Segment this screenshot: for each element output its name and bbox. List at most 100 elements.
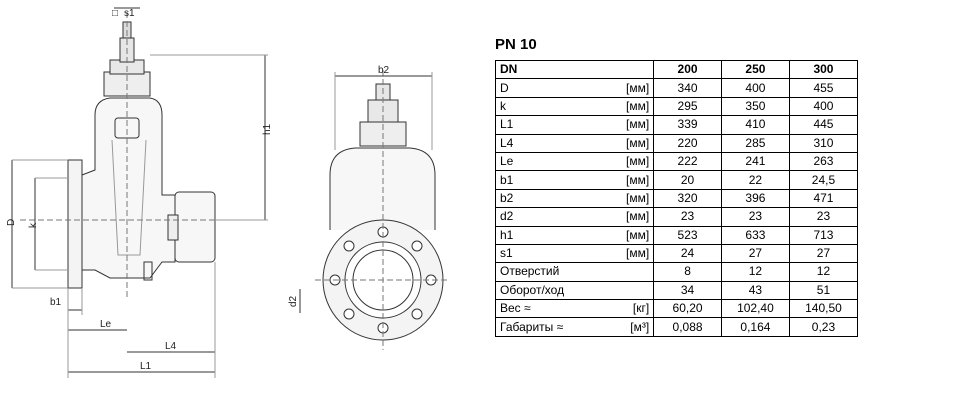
row-unit: [мм] bbox=[605, 243, 655, 264]
row-label: b1 bbox=[494, 170, 606, 190]
row-value: 24 bbox=[653, 243, 722, 264]
row-unit: [мм] bbox=[605, 133, 655, 153]
row-value: 396 bbox=[720, 188, 790, 209]
header-dn-250: 250 bbox=[720, 59, 790, 80]
row-unit: [мм] bbox=[605, 96, 655, 117]
label-h1: h1 bbox=[262, 123, 273, 135]
header-dn: DN bbox=[494, 59, 655, 80]
row-value: 310 bbox=[788, 133, 859, 153]
label-Le: Le bbox=[100, 319, 112, 330]
row-value: 445 bbox=[788, 115, 859, 135]
row-value: 27 bbox=[720, 243, 790, 264]
row-value: 400 bbox=[720, 78, 790, 98]
row-value: 12 bbox=[788, 262, 859, 282]
row-label: Отверстий bbox=[494, 262, 655, 282]
row-value: 320 bbox=[653, 188, 722, 209]
row-value: 471 bbox=[788, 188, 859, 209]
row-value: 350 bbox=[720, 96, 790, 117]
label-s1: s1 bbox=[124, 8, 135, 19]
row-value: 400 bbox=[788, 96, 859, 117]
valve-technical-drawing: □ s1 h1 D k b1 Le L4 L1 b2 d2 bbox=[6, 7, 450, 378]
row-label: D bbox=[494, 78, 606, 98]
row-value: 713 bbox=[788, 225, 859, 245]
row-value: 60,20 bbox=[653, 299, 722, 319]
dimension-labels: □ s1 h1 D k b1 Le L4 L1 b2 d2 bbox=[6, 8, 390, 372]
row-value: 27 bbox=[788, 243, 859, 264]
row-unit: [кг] bbox=[605, 299, 655, 319]
row-value: 523 bbox=[653, 225, 722, 245]
row-label: L4 bbox=[494, 133, 606, 153]
row-value: 23 bbox=[720, 207, 790, 227]
row-unit: [мм] bbox=[605, 78, 655, 98]
row-value: 0,088 bbox=[653, 317, 722, 337]
row-value: 23 bbox=[788, 207, 859, 227]
row-value: 23 bbox=[653, 207, 722, 227]
row-value: 102,40 bbox=[720, 299, 790, 319]
row-value: 455 bbox=[788, 78, 859, 98]
pressure-rating-title: PN 10 bbox=[495, 36, 537, 53]
row-value: 12 bbox=[720, 262, 790, 282]
row-label: s1 bbox=[494, 243, 606, 264]
row-unit: [мм] bbox=[605, 207, 655, 227]
row-label: Оборот/ход bbox=[494, 280, 655, 301]
row-value: 339 bbox=[653, 115, 722, 135]
row-value: 263 bbox=[788, 151, 859, 172]
row-value: 8 bbox=[653, 262, 722, 282]
row-label: d2 bbox=[494, 207, 606, 227]
label-k: k bbox=[28, 222, 39, 228]
row-value: 340 bbox=[653, 78, 722, 98]
label-L1: L1 bbox=[140, 361, 152, 372]
row-unit: [мм] bbox=[605, 225, 655, 245]
row-value: 0,23 bbox=[788, 317, 859, 337]
row-unit: [мм] bbox=[605, 115, 655, 135]
row-value: 24,5 bbox=[788, 170, 859, 190]
label-D: D bbox=[6, 219, 17, 226]
row-value: 285 bbox=[720, 133, 790, 153]
row-value: 140,50 bbox=[788, 299, 859, 319]
row-value: 295 bbox=[653, 96, 722, 117]
label-b1: b1 bbox=[50, 297, 62, 308]
row-label: Габариты ≈ bbox=[494, 317, 606, 337]
label-b2: b2 bbox=[378, 65, 390, 76]
row-value: 220 bbox=[653, 133, 722, 153]
label-d2: d2 bbox=[288, 295, 299, 307]
header-dn-200: 200 bbox=[653, 59, 722, 80]
row-value: 34 bbox=[653, 280, 722, 301]
row-value: 222 bbox=[653, 151, 722, 172]
table-header-row: DN 200 250 300 bbox=[494, 59, 859, 80]
front-view bbox=[299, 70, 450, 350]
row-unit: [м³] bbox=[605, 317, 655, 337]
row-label: Le bbox=[494, 151, 606, 172]
row-value: 22 bbox=[720, 170, 790, 190]
row-value: 633 bbox=[720, 225, 790, 245]
row-unit: [мм] bbox=[605, 170, 655, 190]
row-value: 0,164 bbox=[720, 317, 790, 337]
header-dn-300: 300 bbox=[788, 59, 859, 80]
row-value: 20 bbox=[653, 170, 722, 190]
row-label: Вес ≈ bbox=[494, 299, 606, 319]
row-label: h1 bbox=[494, 225, 606, 245]
row-label: L1 bbox=[494, 115, 606, 135]
row-unit: [мм] bbox=[605, 188, 655, 209]
side-view bbox=[11, 7, 268, 378]
row-value: 410 bbox=[720, 115, 790, 135]
row-value: 241 bbox=[720, 151, 790, 172]
label-L4: L4 bbox=[165, 341, 177, 352]
row-value: 43 bbox=[720, 280, 790, 301]
row-label: k bbox=[494, 96, 606, 117]
